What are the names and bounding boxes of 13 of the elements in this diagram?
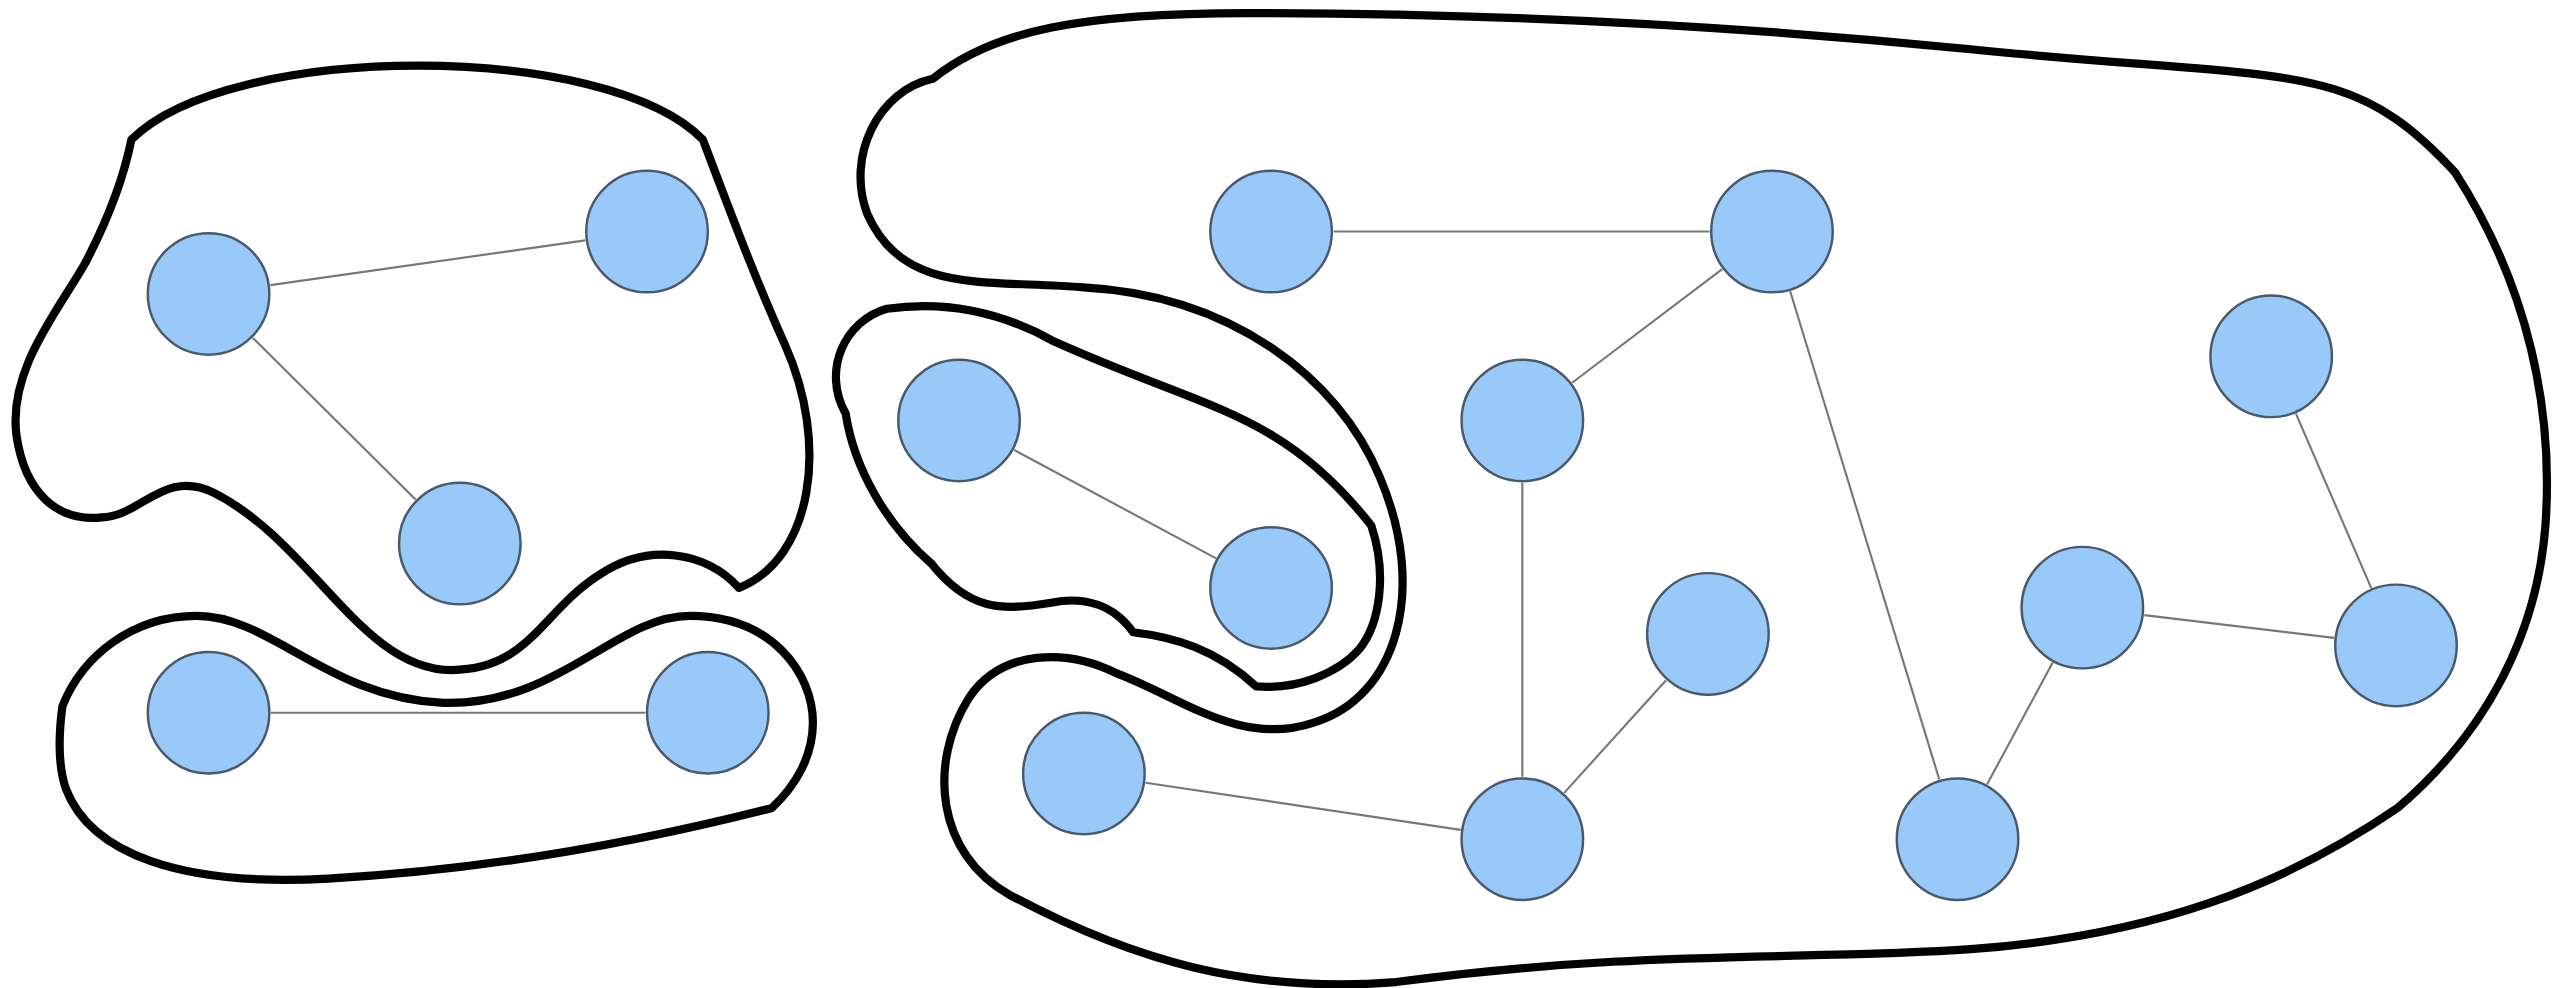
connector-line xyxy=(1013,449,1217,560)
connector-line xyxy=(1571,268,1723,384)
connector-line xyxy=(1333,230,1710,233)
connector-line xyxy=(2144,614,2335,639)
connector-line xyxy=(1145,781,1461,831)
connector-line xyxy=(1521,482,1524,777)
connector-line xyxy=(2294,413,2373,589)
connector-line xyxy=(1789,290,1941,780)
connector-line xyxy=(1563,679,1667,794)
connector-line xyxy=(270,239,586,287)
connector-line xyxy=(270,711,646,714)
connector-line xyxy=(1986,662,2054,785)
connector-line xyxy=(252,337,417,501)
